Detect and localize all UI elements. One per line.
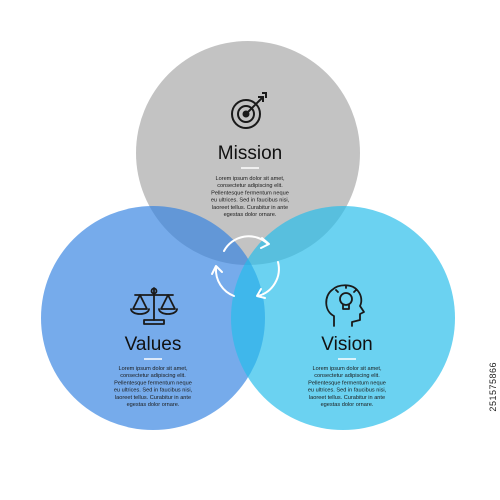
values-body-line: egestas dolor ornare. (127, 402, 180, 408)
cycle-arrows-icon (211, 235, 280, 299)
vision-circle (231, 206, 455, 430)
mission-circle (136, 41, 360, 265)
values-body-line: Lorem ipsum dolor sit amet, (118, 366, 187, 372)
vision-body-line: egestas dolor ornare. (321, 402, 374, 408)
mission-body-line: Lorem ipsum dolor sit amet, (215, 176, 284, 182)
values-title: Values (125, 334, 182, 355)
side-tag: 251575866 (488, 362, 498, 412)
values-body: Lorem ipsum dolor sit amet,consectetur a… (114, 366, 193, 408)
vision-body-line: Pellentesque fermentum neque (308, 380, 386, 386)
vision-body-line: Lorem ipsum dolor sit amet, (312, 366, 381, 372)
mission-body-line: eu ultrices. Sed in faucibus nisi, (211, 198, 290, 204)
scales-icon (130, 287, 178, 325)
mission-body-line: egestas dolor ornare. (224, 212, 277, 218)
vision-body-line: consectetur adipiscing elit. (314, 373, 380, 379)
head-lightbulb-icon (325, 284, 365, 327)
target-icon (231, 92, 267, 129)
values-circle (41, 206, 265, 430)
vision-body: Lorem ipsum dolor sit amet,consectetur a… (308, 366, 387, 408)
mission-body-line: consectetur adipiscing elit. (217, 183, 283, 189)
values-body-line: Pellentesque fermentum neque (114, 380, 192, 386)
values-body-line: consectetur adipiscing elit. (120, 373, 186, 379)
values-body-line: eu ultrices. Sed in faucibus nisi, (114, 388, 193, 394)
vision-body-line: laoreet tellus. Curabitur in ante (309, 395, 385, 401)
mission-body-line: laoreet tellus. Curabitur in ante (212, 205, 288, 211)
mission-body: Lorem ipsum dolor sit amet,consectetur a… (211, 176, 290, 218)
values-body-line: laoreet tellus. Curabitur in ante (115, 395, 191, 401)
vision-body-line: eu ultrices. Sed in faucibus nisi, (308, 388, 387, 394)
mission-body-line: Pellentesque fermentum neque (211, 190, 289, 196)
vision-title: Vision (321, 334, 372, 355)
mission-title: Mission (218, 143, 282, 164)
